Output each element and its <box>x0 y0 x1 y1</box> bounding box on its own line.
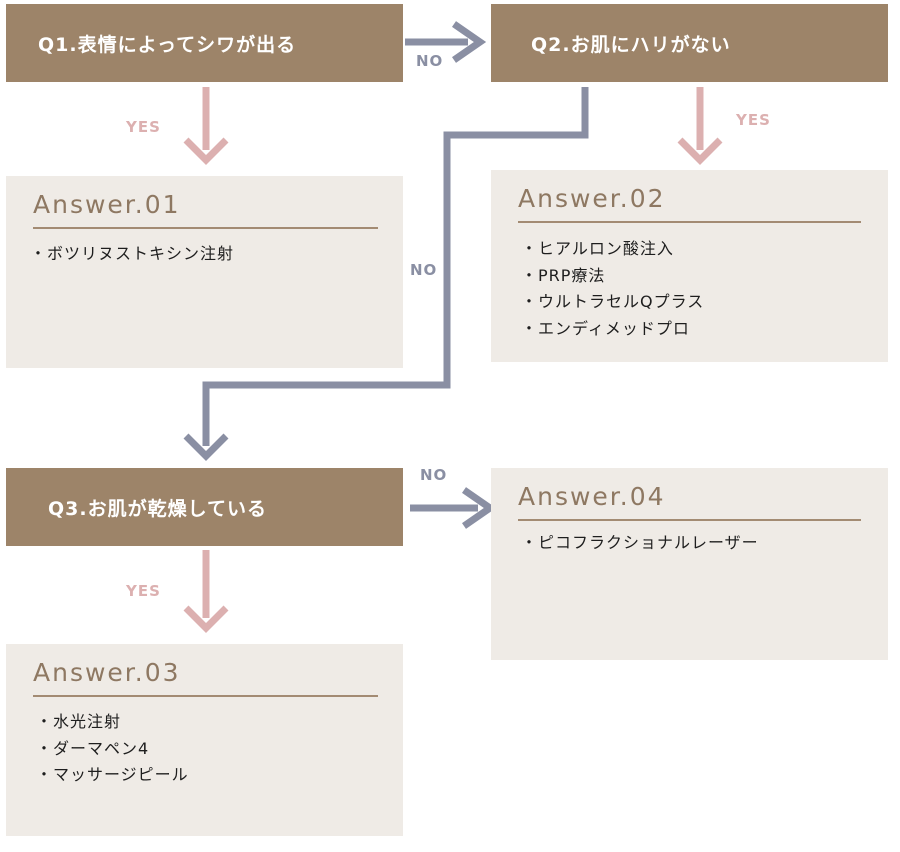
answer-02-title: Answer.02 <box>518 184 666 213</box>
answer-03-box: Answer.03 ・水光注射 ・ダーマペン4 ・マッサージピール <box>6 644 403 836</box>
list-item: ・エンディメッドプロ <box>521 318 690 338</box>
list-item: ・ボツリヌストキシン注射 <box>30 244 235 263</box>
answer-03-divider <box>33 695 378 697</box>
answer-03-list: ・水光注射 ・ダーマペン4 ・マッサージピール <box>36 709 189 789</box>
list-item: ・ダーマペン4 <box>36 738 150 758</box>
arrow-q1-to-q2 <box>405 21 487 63</box>
label-no-q1: NO <box>416 52 444 70</box>
question-q2-text: Q2.お肌にハリがない <box>531 33 731 56</box>
answer-04-divider <box>518 519 861 521</box>
arrow-q1-to-answer01 <box>183 87 229 165</box>
answer-01-box: Answer.01 ・ボツリヌストキシン注射 <box>6 176 403 368</box>
arrow-q3-to-answer03 <box>183 550 229 633</box>
label-yes-q1: YES <box>126 118 161 136</box>
answer-02-list: ・ヒアルロン酸注入 ・PRP療法 ・ウルトラセルQプラス ・エンディメッドプロ <box>521 236 704 342</box>
answer-02-divider <box>518 221 861 223</box>
answer-04-list: ・ピコフラクショナルレーザー <box>521 530 759 557</box>
list-item: ・水光注射 <box>36 712 122 731</box>
answer-02-box: Answer.02 ・ヒアルロン酸注入 ・PRP療法 ・ウルトラセルQプラス ・… <box>491 170 888 362</box>
answer-01-list: ・ボツリヌストキシン注射 <box>30 241 234 268</box>
label-no-q3: NO <box>420 466 448 484</box>
question-q3-text: Q3.お肌が乾燥している <box>48 497 268 520</box>
answer-01-title: Answer.01 <box>33 190 181 219</box>
answer-01-divider <box>33 227 378 229</box>
list-item: ・ウルトラセルQプラス <box>521 292 705 311</box>
label-yes-q3: YES <box>126 582 161 600</box>
label-no-q2: NO <box>410 261 438 279</box>
list-item: ・PRP療法 <box>521 265 606 285</box>
arrow-q2-to-answer02 <box>677 87 723 165</box>
list-item: ・マッサージピール <box>36 765 189 784</box>
answer-03-title: Answer.03 <box>33 658 181 687</box>
question-q3: Q3.お肌が乾燥している <box>6 468 403 546</box>
answer-04-box: Answer.04 ・ピコフラクショナルレーザー <box>491 468 888 660</box>
question-q1: Q1.表情によってシワが出る <box>6 4 403 82</box>
list-item: ・ピコフラクショナルレーザー <box>521 533 759 552</box>
question-q2: Q2.お肌にハリがない <box>491 4 888 82</box>
label-yes-q2: YES <box>736 111 771 129</box>
arrow-q3-to-answer04 <box>410 487 497 529</box>
question-q1-text: Q1.表情によってシワが出る <box>38 33 297 56</box>
arrow-q2-to-q3 <box>183 87 589 461</box>
list-item: ・ヒアルロン酸注入 <box>521 239 674 258</box>
answer-04-title: Answer.04 <box>518 482 666 511</box>
